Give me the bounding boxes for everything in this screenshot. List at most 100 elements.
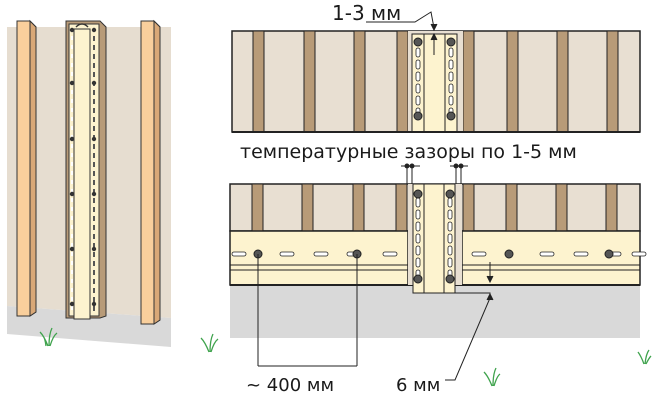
slot: [93, 36, 95, 41]
batten: [353, 30, 366, 133]
slot: [71, 171, 73, 175]
screw-icon: [413, 189, 423, 199]
slot: [93, 225, 95, 230]
slot: [71, 117, 73, 121]
slot: [447, 221, 453, 232]
slot: [93, 297, 95, 302]
batten: [352, 183, 365, 232]
slot: [71, 243, 73, 247]
slot: [415, 209, 421, 220]
slot: [93, 270, 95, 275]
gap-bottom-annotation: [445, 262, 494, 381]
slot: [93, 162, 95, 167]
post-left: [16, 19, 37, 317]
thermal-gaps-label: температурные зазоры по 1-5 мм: [240, 141, 577, 163]
vertical-profile: [73, 28, 91, 320]
screw-icon: [445, 274, 455, 284]
slot: [447, 245, 453, 256]
batten: [605, 183, 618, 232]
slot: [415, 245, 421, 256]
slot: [93, 99, 95, 104]
batten: [251, 183, 264, 232]
screw-icon: [69, 191, 75, 197]
slot: [93, 45, 95, 50]
slot: [415, 221, 421, 232]
slot: [415, 95, 421, 106]
slot: [71, 198, 73, 202]
bottom-wall-section: [229, 183, 647, 338]
left-illustration: [7, 19, 171, 347]
screw-icon: [446, 37, 456, 47]
screw-icon: [91, 191, 97, 197]
slot: [71, 252, 73, 256]
slot: [71, 72, 73, 76]
slot: [71, 126, 73, 130]
screw-icon: [91, 80, 97, 86]
slot: [93, 144, 95, 149]
screw-icon: [446, 111, 456, 121]
spacing-label: ~ 400 мм: [246, 375, 334, 396]
slot: [448, 59, 454, 70]
screw-icon: [69, 301, 75, 307]
slot: [93, 171, 95, 176]
slot: [471, 251, 487, 257]
slot: [448, 95, 454, 106]
slot: [93, 216, 95, 221]
batten: [506, 30, 519, 133]
slot: [93, 126, 95, 131]
slot: [313, 251, 329, 257]
slot: [93, 234, 95, 239]
slot: [71, 63, 73, 67]
screw-icon: [445, 189, 455, 199]
slot: [447, 233, 453, 244]
slot: [415, 83, 421, 94]
grass-icon: [200, 333, 652, 387]
spacing-annotation: [257, 254, 358, 367]
slot: [71, 270, 73, 274]
batten: [556, 30, 569, 133]
slot: [279, 251, 295, 257]
slot: [631, 251, 647, 257]
screw-icon: [69, 80, 75, 86]
foundation: [230, 285, 640, 338]
slot: [448, 83, 454, 94]
grass-icon: [39, 327, 58, 347]
slot: [93, 153, 95, 158]
slot: [415, 47, 421, 58]
slot: [71, 207, 73, 211]
top-wall-section: [231, 30, 641, 133]
slot: [447, 197, 453, 208]
screw-icon: [604, 249, 614, 259]
screw-icon: [504, 249, 514, 259]
slot: [71, 279, 73, 283]
slot: [93, 72, 95, 77]
batten: [505, 183, 518, 232]
slot: [93, 261, 95, 266]
gap-top-label: 1-3 мм: [332, 1, 401, 25]
batten: [303, 30, 316, 133]
slot: [71, 36, 73, 40]
slot: [93, 180, 95, 185]
screw-icon: [413, 111, 423, 121]
slot: [93, 243, 95, 248]
slot: [71, 180, 73, 184]
slot: [415, 257, 421, 268]
slot: [93, 63, 95, 68]
slot: [231, 251, 247, 257]
slot: [71, 261, 73, 265]
ground: [7, 306, 171, 347]
slot: [447, 209, 453, 220]
slot: [71, 225, 73, 229]
screw-icon: [413, 274, 423, 284]
screw-icon: [69, 246, 75, 252]
batten: [395, 183, 408, 232]
slot: [71, 189, 73, 193]
slot: [573, 251, 589, 257]
slot: [71, 234, 73, 238]
slot: [71, 288, 73, 292]
screw-icon: [91, 27, 97, 33]
slot: [71, 144, 73, 148]
slot: [93, 207, 95, 212]
